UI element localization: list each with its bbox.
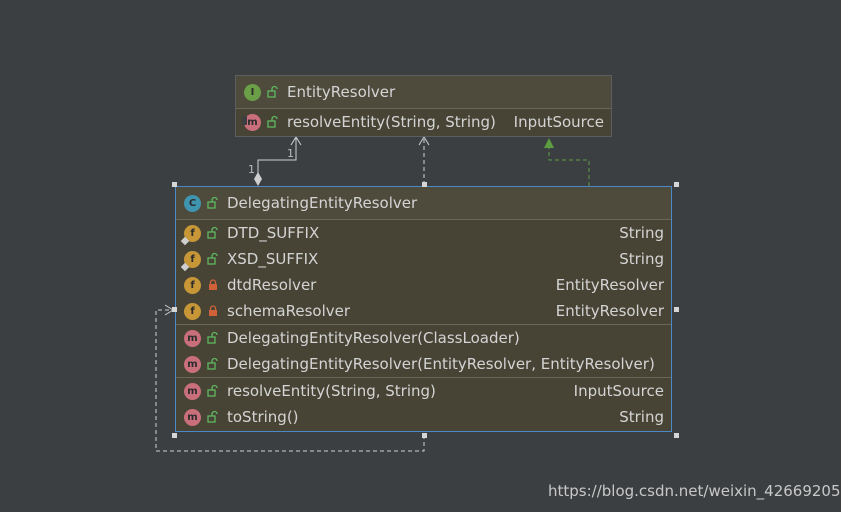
- private-lock-icon: [209, 305, 217, 316]
- method-icon: m: [242, 113, 261, 131]
- method-type: InputSource: [573, 382, 664, 400]
- method-type: String: [619, 408, 664, 426]
- field-type: EntityResolver: [555, 302, 664, 320]
- field-name: DTD_SUFFIX: [227, 224, 320, 242]
- field-type: String: [619, 250, 664, 268]
- public-icon: [207, 384, 218, 397]
- method-name: resolveEntity(String, String): [287, 113, 496, 131]
- class-header: C DelegatingEntityResolver: [176, 187, 671, 220]
- interface-name: EntityResolver: [287, 83, 396, 101]
- constructor-row[interactable]: m DelegatingEntityResolver(ClassLoader): [176, 324, 671, 351]
- constructor-name: DelegatingEntityResolver(EntityResolver,…: [227, 355, 655, 373]
- field-type: String: [619, 224, 664, 242]
- field-name: XSD_SUFFIX: [227, 250, 319, 268]
- method-name: resolveEntity(String, String): [227, 382, 436, 400]
- field-name: dtdResolver: [227, 276, 317, 294]
- public-icon: [267, 85, 278, 98]
- resize-handle-right[interactable]: [674, 307, 679, 312]
- field-type: EntityResolver: [555, 276, 664, 294]
- field-row[interactable]: f XSD_SUFFIX String: [176, 246, 671, 272]
- public-icon: [267, 115, 278, 128]
- interface-entity-resolver[interactable]: I EntityResolver m resolveEntity(String,…: [235, 75, 612, 137]
- resize-handle-bottom[interactable]: [422, 433, 427, 438]
- method-type: InputSource: [513, 113, 604, 131]
- class-delegating-entity-resolver[interactable]: C DelegatingEntityResolver f DTD_SUFFIX …: [175, 186, 672, 432]
- field-icon: f: [184, 302, 201, 320]
- public-icon: [207, 331, 218, 344]
- public-icon: [207, 252, 218, 265]
- resize-handle-left[interactable]: [172, 307, 177, 312]
- resize-handle-bottom-left[interactable]: [172, 433, 177, 438]
- resize-handle-top-left[interactable]: [172, 182, 177, 187]
- multiplicity-source-label: 1: [248, 163, 255, 176]
- method-row[interactable]: m toString() String: [176, 404, 671, 430]
- field-name: schemaResolver: [227, 302, 351, 320]
- method-icon: m: [184, 382, 201, 400]
- interface-icon: I: [244, 83, 261, 101]
- method-icon: m: [184, 329, 201, 347]
- composition-arrowhead: [290, 136, 302, 146]
- composition-edge[interactable]: [257, 138, 297, 176]
- class-icon: C: [184, 194, 201, 212]
- watermark-url: https://blog.csdn.net/weixin_42669205: [548, 482, 841, 500]
- resize-handle-bottom-right[interactable]: [674, 433, 679, 438]
- resize-handle-top[interactable]: [422, 182, 427, 187]
- field-icon: f: [180, 250, 201, 271]
- method-name: toString(): [227, 408, 299, 426]
- dependency-arrowhead: [418, 136, 430, 146]
- class-name: DelegatingEntityResolver: [227, 194, 418, 212]
- method-icon: m: [184, 355, 201, 373]
- multiplicity-target-label: 1: [287, 147, 294, 160]
- constructor-row[interactable]: m DelegatingEntityResolver(EntityResolve…: [176, 351, 671, 377]
- field-icon: f: [180, 224, 201, 245]
- private-lock-icon: [209, 279, 217, 290]
- public-icon: [207, 357, 218, 370]
- field-row[interactable]: f schemaResolver EntityResolver: [176, 298, 671, 324]
- interface-method-row[interactable]: m resolveEntity(String, String) InputSou…: [236, 109, 611, 135]
- interface-header: I EntityResolver: [236, 76, 611, 109]
- public-icon: [207, 196, 218, 209]
- resize-handle-top-right[interactable]: [674, 182, 679, 187]
- self-dependency-edge[interactable]: [155, 309, 425, 452]
- field-row[interactable]: f DTD_SUFFIX String: [176, 220, 671, 246]
- public-icon: [207, 410, 218, 423]
- implements-arrowhead: [544, 138, 554, 148]
- composition-diamond: [254, 172, 262, 186]
- implements-edge[interactable]: [548, 148, 590, 186]
- method-row[interactable]: m resolveEntity(String, String) InputSou…: [176, 377, 671, 404]
- public-icon: [207, 226, 218, 239]
- field-row[interactable]: f dtdResolver EntityResolver: [176, 272, 671, 298]
- method-icon: m: [184, 408, 201, 426]
- field-icon: f: [184, 276, 201, 294]
- constructor-name: DelegatingEntityResolver(ClassLoader): [227, 329, 520, 347]
